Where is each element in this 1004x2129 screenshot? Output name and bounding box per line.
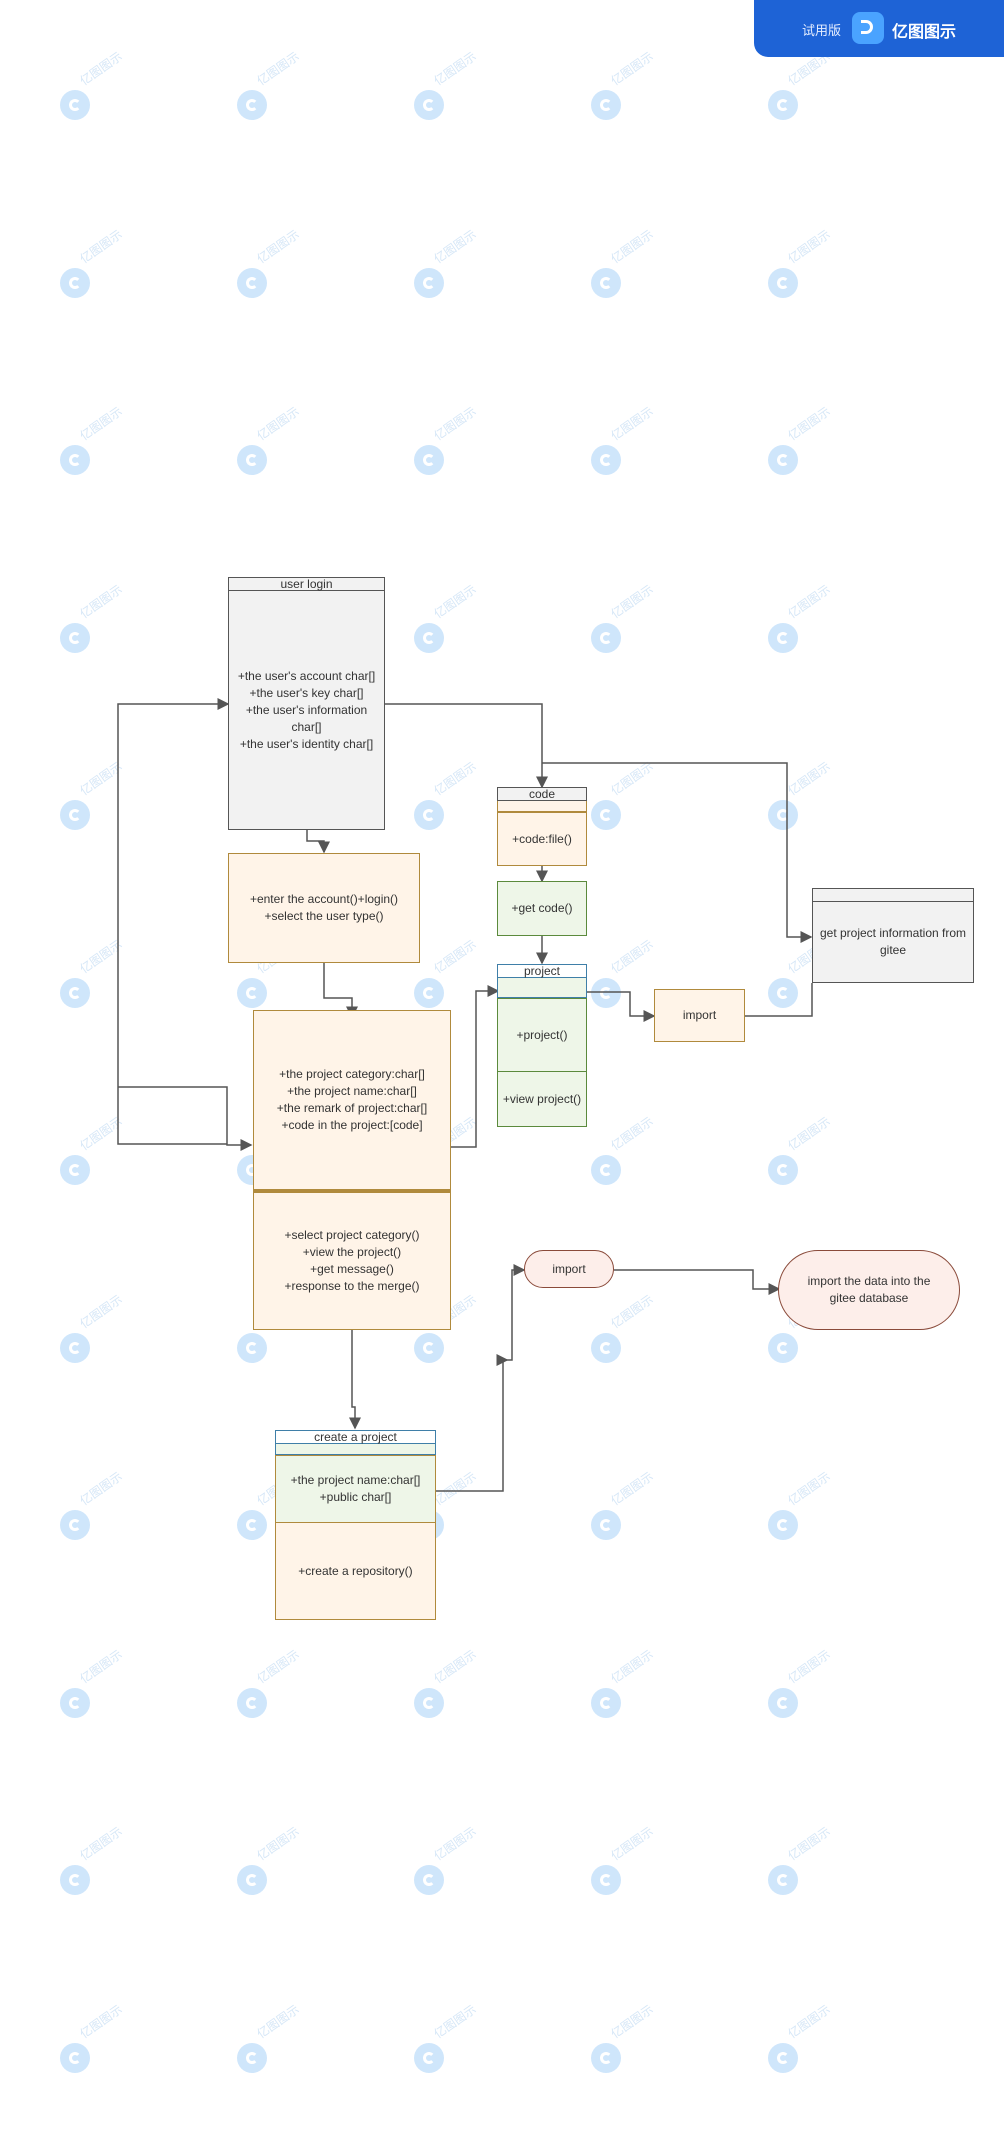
edge-project-to-import — [586, 991, 656, 1022]
edge-import-to-gitee-db — [614, 1269, 781, 1295]
code-title: code — [528, 787, 556, 801]
edge-login-to-code — [385, 703, 548, 789]
code-divider — [497, 801, 587, 812]
create-project-method-text: +create a repository() — [298, 1563, 413, 1578]
edge-import-to-gitee — [745, 983, 813, 1017]
edge-loop-back-to-login — [117, 698, 230, 1145]
import-box[interactable]: import — [654, 989, 745, 1042]
project-method2-text: +view project() — [502, 1091, 582, 1106]
gitee-info-header[interactable] — [812, 888, 974, 902]
code-header[interactable]: code — [497, 787, 587, 801]
trial-banner[interactable]: 试用版 亿图图示 — [754, 0, 1004, 57]
project-method1-text: +project() — [516, 1027, 568, 1042]
edge-class-to-create — [349, 1330, 361, 1430]
edge-loop-to-project-class — [118, 1086, 253, 1151]
edge-login-to-gitee — [542, 762, 813, 943]
create-project-title: create a project — [314, 1430, 397, 1444]
project-title: project — [523, 964, 561, 978]
create-project-attributes-text: +the project name:char[] +public char[] — [290, 1473, 421, 1504]
project-method2-box[interactable]: +view project() — [497, 1072, 587, 1127]
project-header[interactable]: project — [497, 964, 587, 978]
code-method-box[interactable]: +code:file() — [497, 812, 587, 866]
login-operations-box[interactable]: +enter the account()+login() +select the… — [228, 853, 420, 963]
gitee-database-text: import the data into the gitee database — [807, 1274, 931, 1305]
import-pill[interactable]: import — [524, 1250, 614, 1288]
user-login-header[interactable]: user login — [228, 577, 385, 591]
project-class-attributes[interactable]: +the project category:char[] +the projec… — [253, 1010, 451, 1190]
edge-create-to-import — [436, 1354, 509, 1492]
trial-label: 试用版 — [802, 23, 842, 38]
create-project-method[interactable]: +create a repository() — [275, 1523, 436, 1620]
get-code-text: +get code() — [511, 901, 573, 915]
edge-login-to-ops — [306, 830, 330, 854]
create-project-header[interactable]: create a project — [275, 1430, 436, 1444]
create-project-attributes[interactable]: +the project name:char[] +public char[] — [275, 1455, 436, 1523]
user-login-attributes-text: +the user's account char[] +the user's k… — [237, 668, 376, 751]
import-pill-text: import — [552, 1261, 586, 1276]
gitee-info-text: get project information from gitee — [819, 926, 967, 957]
edge-create-to-import-pill — [507, 1264, 526, 1361]
login-operations-text: +enter the account()+login() +select the… — [249, 892, 399, 923]
user-login-title: user login — [280, 577, 333, 591]
edge-class-to-project — [451, 985, 500, 1148]
project-class-attributes-text: +the project category:char[] +the projec… — [276, 1067, 428, 1132]
gitee-info-box[interactable]: get project information from gitee — [812, 902, 974, 983]
create-project-divider — [275, 1444, 436, 1455]
code-method-text: +code:file() — [512, 831, 572, 846]
edraw-logo-icon — [852, 12, 884, 44]
edge-ops-to-project-class — [323, 962, 358, 1019]
project-class-methods-text: +select project category() +view the pro… — [284, 1228, 420, 1293]
project-method1-box[interactable]: +project() — [497, 998, 587, 1072]
project-class-methods[interactable]: +select project category() +view the pro… — [253, 1190, 451, 1330]
gitee-database-node[interactable]: import the data into the gitee database — [778, 1250, 960, 1330]
get-code-box[interactable]: +get code() — [497, 881, 587, 936]
project-divider — [497, 978, 587, 998]
brand-name: 亿图图示 — [892, 24, 957, 41]
user-login-attributes[interactable]: +the user's account char[] +the user's k… — [228, 591, 385, 830]
import-box-text: import — [682, 1008, 717, 1022]
